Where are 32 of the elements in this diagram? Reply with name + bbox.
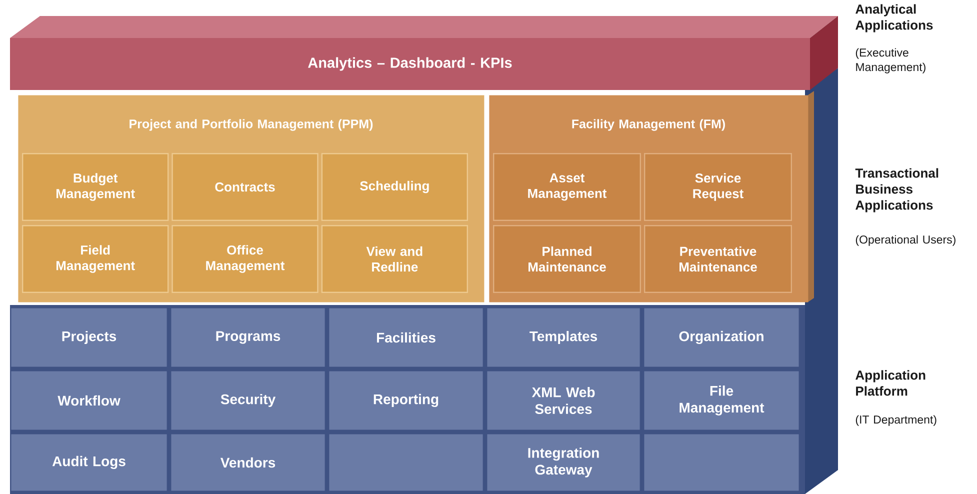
platform-cell [643, 432, 800, 492]
platform-cell: Vendors [170, 432, 326, 492]
layer-heading: Application Platform [856, 370, 926, 396]
module-cell: Planned Maintenance [493, 225, 641, 293]
module-cell: Service Request [644, 153, 792, 221]
platform-cell: Security [170, 370, 326, 431]
layer-audience: (IT Department) [856, 415, 936, 426]
module-cell: Office Management [172, 225, 318, 293]
platform-cell: Programs [170, 306, 326, 368]
platform-cell: Integration Gateway [486, 432, 641, 492]
platform-cell: Projects [10, 306, 168, 368]
platform-cell: Workflow [10, 370, 168, 431]
platform-cell: Templates [486, 306, 641, 368]
platform-cell: Organization [643, 306, 800, 368]
module-cell: Asset Management [493, 153, 641, 221]
module-cell: Scheduling [321, 153, 468, 221]
title-bar: Analytics – Dashboard - KPIs [10, 38, 810, 90]
module-cell: Contracts [172, 153, 318, 221]
module-cell: Preventative Maintenance [644, 225, 792, 293]
layer-audience: (Operational Users) [856, 235, 956, 246]
platform-cell: Audit Logs [10, 432, 168, 492]
platform-cell: File Management [643, 370, 800, 431]
platform-cell: Facilities [328, 306, 484, 368]
module-cell: Field Management [22, 225, 169, 293]
module-cell: View and Redline [321, 225, 468, 293]
module-cell: Budget Management [22, 153, 169, 221]
layer-heading: Analytical Applications [856, 4, 933, 32]
layer-heading: Transactional Business Applications [855, 168, 938, 212]
platform-cell [328, 432, 484, 492]
platform-cell: XML Web Services [486, 370, 641, 431]
layer-audience: (Executive Management) [856, 48, 926, 74]
platform-cell: Reporting [328, 370, 484, 431]
